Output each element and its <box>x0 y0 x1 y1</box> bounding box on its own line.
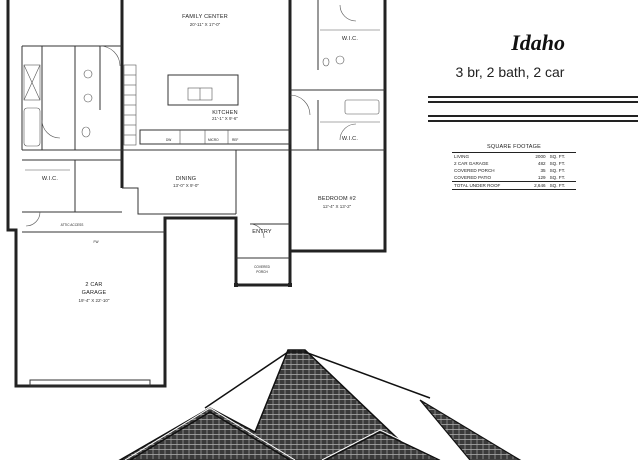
title-rule-4 <box>428 120 638 122</box>
sqft-row-unit: SQ. FT. <box>549 153 566 159</box>
table-row: 2 CAR GARAGE 482 SQ. FT. <box>452 160 576 167</box>
roof-elevation <box>118 349 522 460</box>
stair-run-left <box>123 64 137 146</box>
sqft-row-value: 2000 <box>535 153 546 159</box>
entry-label: ENTRY <box>252 229 272 235</box>
dining-label: DINING <box>176 176 196 182</box>
dw-label: DW <box>166 138 171 142</box>
garage-label: 2 CAR <box>85 282 102 288</box>
table-row: COVERED PATIO 129 SQ. FT. <box>452 174 576 182</box>
sqft-row-label: 2 CAR GARAGE <box>454 160 489 166</box>
sqft-total-label: TOTAL UNDER ROOF <box>452 181 526 190</box>
toilet-master <box>81 126 91 138</box>
sqft-row-value: 482 <box>537 160 546 166</box>
sink-2 <box>83 93 93 103</box>
sqft-row-unit: SQ. FT. <box>549 160 566 166</box>
bedroom2-dims: 12'-4" X 13'-2" <box>323 204 352 209</box>
kitchen-dims: 21'-1" X 9'-6" <box>212 116 238 121</box>
plan-title: Idaho <box>511 30 565 55</box>
bedroom2-label: BEDROOM #2 <box>318 196 356 202</box>
sqft-row-value: 129 <box>537 174 546 180</box>
porch-label-2: PORCH <box>256 270 268 274</box>
shower <box>23 64 41 101</box>
square-footage-table: LIVING 2000 SQ. FT. 2 CAR GARAGE 482 SQ.… <box>452 152 576 190</box>
title-rule-1 <box>428 96 638 98</box>
kitchen-label: KITCHEN <box>212 110 238 116</box>
square-footage-title: SQUARE FOOTAGE <box>486 144 542 150</box>
porch-label: COVERED <box>254 265 270 269</box>
sqft-row-value: 35 <box>540 167 546 173</box>
sqft-row-unit: SQ. FT. <box>549 167 566 173</box>
sink-top <box>335 55 345 65</box>
wic-top-label: W.I.C. <box>342 36 358 42</box>
fw-label: FW <box>94 240 99 244</box>
kitchen-island <box>167 74 239 106</box>
sqft-row-unit: SQ. FT. <box>549 174 566 180</box>
table-row-total: TOTAL UNDER ROOF 2,646 SQ. FT. <box>452 181 576 190</box>
wic-master-label: W.I.C. <box>42 176 58 182</box>
dining-dims: 13'-0" X 9'-0" <box>173 183 199 188</box>
table-row: LIVING 2000 SQ. FT. <box>452 153 576 161</box>
sqft-total-unit: SQ. FT. <box>547 181 576 190</box>
bathtub <box>23 107 41 147</box>
kitchen-counter <box>139 129 291 145</box>
sqft-row-label: COVERED PATIO <box>454 174 492 180</box>
wic-mid-label: W.I.C. <box>342 136 358 142</box>
sink-1 <box>83 69 93 79</box>
table-row: COVERED PORCH 35 SQ. FT. <box>452 167 576 174</box>
plan-summary: 3 br, 2 bath, 2 car <box>455 64 565 80</box>
sqft-row-label: COVERED PORCH <box>454 167 495 173</box>
attic-access-label: ATTIC ACCESS <box>61 223 84 227</box>
toilet-top <box>322 57 330 67</box>
micro-label: MICRO <box>208 138 219 142</box>
exterior-walls <box>6 0 387 388</box>
family-center-dims: 20'-11" X 17'-0" <box>190 22 221 27</box>
family-center-label: FAMILY CENTER <box>182 14 228 20</box>
garage-door <box>29 379 151 387</box>
tub-hall <box>344 99 380 115</box>
square-footage-panel: SQUARE FOOTAGE LIVING 2000 SQ. FT. 2 CAR… <box>452 144 576 190</box>
title-rule-3 <box>428 115 638 117</box>
garage-label-2: GARAGE <box>82 290 107 296</box>
ref-label: REF <box>232 138 238 142</box>
garage-dims: 19'-4" X 22'-10" <box>79 298 110 303</box>
title-rule-2 <box>428 101 638 103</box>
interior-walls <box>21 0 385 259</box>
sqft-row-label: LIVING <box>454 153 470 159</box>
sqft-total-value: 2,646 <box>525 181 548 190</box>
